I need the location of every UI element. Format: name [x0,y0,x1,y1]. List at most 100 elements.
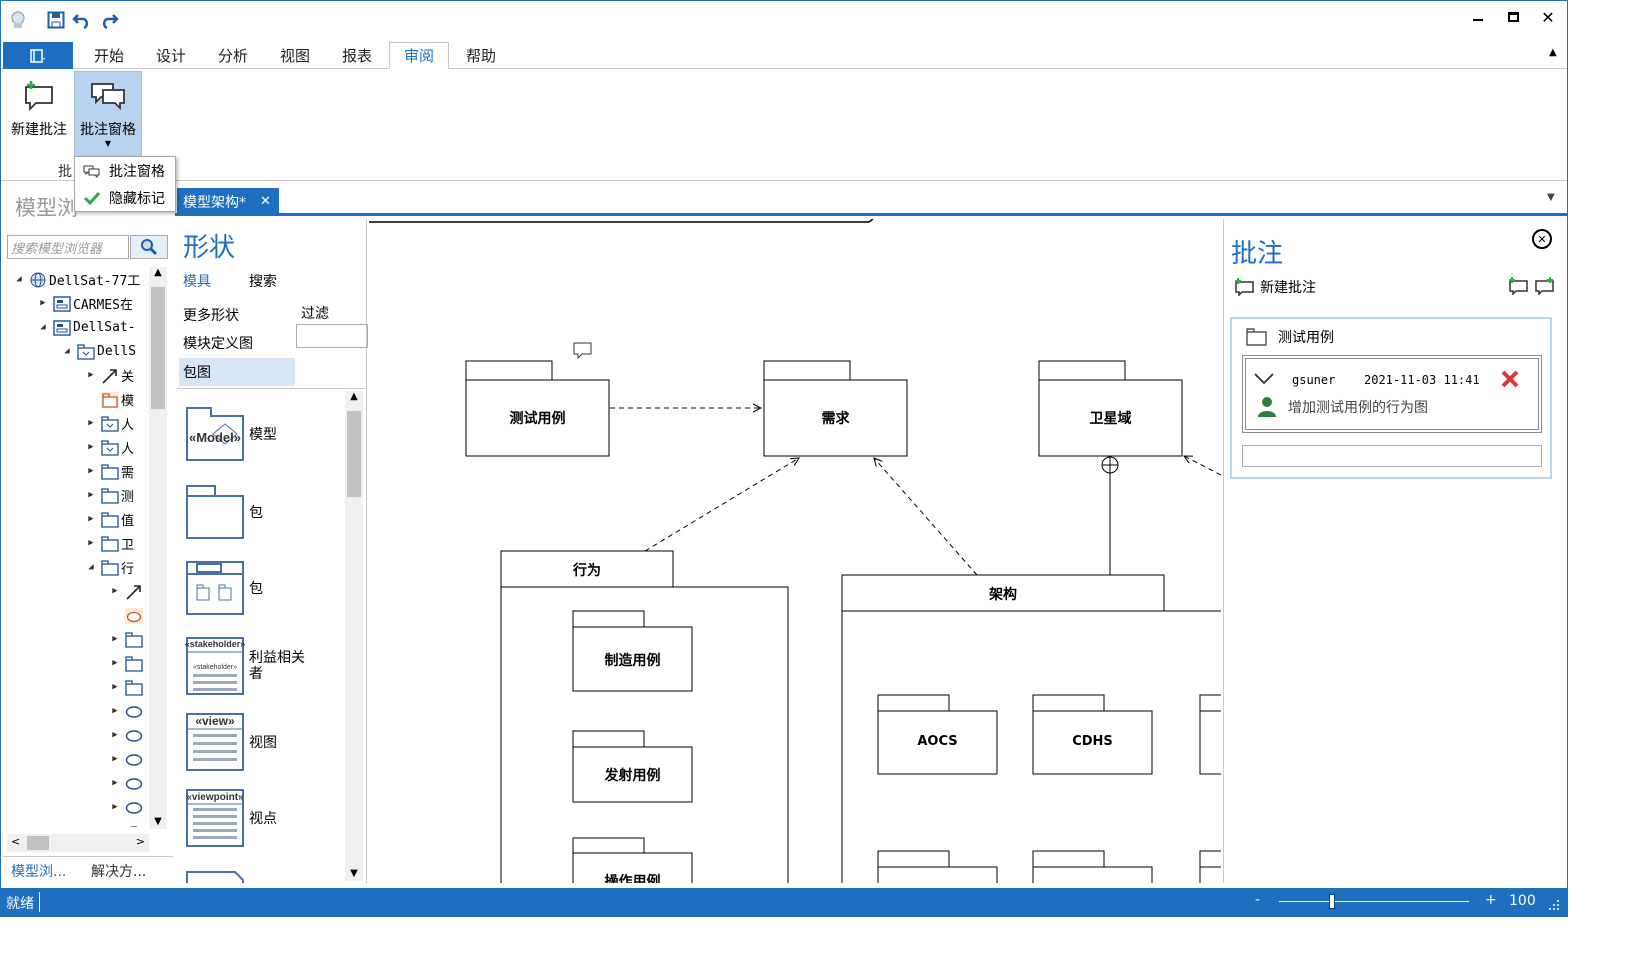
delete-comment-icon[interactable] [1500,369,1520,393]
expand-all-icon[interactable] [1534,277,1556,299]
filter-input[interactable] [296,324,368,348]
expand-arrow-icon[interactable]: ▶ [88,418,94,428]
tree-item[interactable]: ▶ [7,795,145,819]
tree-item[interactable]: ▶测 [7,483,134,507]
expand-arrow-icon[interactable]: ▶ [112,586,118,596]
expand-arrow-icon[interactable]: ▶ [109,826,121,827]
model-browser-search-input[interactable]: 搜索模型浏览器 [7,235,129,259]
dependency-line[interactable] [1184,456,1221,476]
tree-item[interactable]: ◢DellSat-77工 [7,267,140,291]
collapse-ribbon-icon[interactable]: ▲ [1549,47,1557,58]
minimize-button[interactable] [1463,5,1493,29]
tree-item[interactable]: ▶值 [7,507,134,531]
shapes-scrollbar[interactable]: ▲ ▼ [345,391,363,881]
dropdown-item-comment-pane[interactable]: 批注窗格 [75,157,175,184]
category-package-diagram[interactable]: 包图 [179,358,295,386]
tab-model-architecture[interactable]: 模型架构* ✕ [177,188,279,215]
tree-item[interactable]: ◢DellSat- [7,315,136,339]
new-comment-link[interactable]: 新建批注 [1234,277,1316,297]
collapse-all-icon[interactable] [1508,277,1530,299]
expand-arrow-icon[interactable]: ▶ [112,634,118,644]
tree-item[interactable]: ▶ [7,819,145,827]
tab-design[interactable]: 设计 [155,47,186,65]
package-aocs[interactable] [877,694,998,775]
collapse-arrow-icon[interactable]: ◢ [16,274,22,284]
expand-arrow-icon[interactable]: ▶ [112,778,118,788]
comment-marker-icon[interactable] [573,342,592,360]
tab-search[interactable]: 搜索 [249,274,277,290]
tree-item[interactable]: ▶ [7,771,145,795]
shape-viewpoint[interactable]: «viewpoint» 视点 [177,783,345,853]
zoom-out-button[interactable]: - [1255,892,1261,908]
dependency-line[interactable] [644,458,799,552]
maximize-button[interactable] [1498,5,1528,29]
tab-review[interactable]: 审阅 [389,42,449,69]
tab-home[interactable]: 开始 [93,47,124,65]
close-comments-icon[interactable]: ✕ [1532,229,1552,249]
tree-item[interactable]: ▶需 [7,459,134,483]
chevron-down-icon[interactable] [1254,373,1274,389]
package-satellite-domain[interactable] [1038,360,1183,457]
shape-view[interactable]: «view» 视图 [177,707,345,777]
expand-arrow-icon[interactable]: ▶ [88,514,94,524]
collapse-arrow-icon[interactable]: ◢ [88,562,94,572]
package-partial-bottom-2[interactable] [1032,850,1153,883]
expand-arrow-icon[interactable]: ▶ [88,442,94,452]
expand-arrow-icon[interactable]: ▶ [112,754,118,764]
expand-arrow-icon[interactable]: ▶ [88,538,94,548]
package-partial-bottom-1[interactable] [877,850,998,883]
package-behavior[interactable] [500,550,789,883]
package-partial-right[interactable] [1199,694,1221,775]
diagram-canvas[interactable]: 测试用例 需求 卫星域 行为 架构 制造用例 发射用例 操作用例 AOCS CD… [369,219,1221,883]
shape-partial[interactable] [177,865,345,883]
tree-item[interactable]: ▶ [7,747,145,771]
search-button[interactable] [130,235,168,259]
expand-arrow-icon[interactable]: ▶ [112,682,118,692]
package-partial-bottom-3[interactable] [1199,850,1221,883]
redo-icon[interactable] [98,9,120,31]
tree-item[interactable]: ▶ [7,651,145,675]
collapse-arrow-icon[interactable]: ◢ [40,322,46,332]
tab-reports[interactable]: 报表 [341,47,372,65]
tree-item[interactable]: 模 [7,387,134,411]
tree-item[interactable]: ▶ [7,675,145,699]
dependency-line[interactable] [874,458,978,576]
file-menu-button[interactable] [3,42,73,69]
category-block-definition[interactable]: 模块定义图 [183,336,253,352]
tree-item[interactable]: ▶ [7,723,145,747]
app-icon[interactable] [7,9,29,31]
tab-help[interactable]: 帮助 [465,47,496,65]
expand-arrow-icon[interactable]: ▶ [88,370,94,380]
tree-item[interactable] [7,603,145,627]
tree-item[interactable]: ▶卫 [7,531,134,555]
tree-item[interactable]: ▶ [7,699,145,723]
shape-stakeholder[interactable]: «stakeholder»«stakeholder» 利益相关者 [177,629,345,703]
tree-item[interactable]: ▶ [7,579,145,603]
expand-arrow-icon[interactable]: ▶ [112,802,118,812]
package-cdhs[interactable] [1032,694,1153,775]
package-requirements[interactable] [763,360,908,457]
expand-arrow-icon[interactable]: ▶ [112,730,118,740]
tab-model-browser[interactable]: 模型浏... [11,864,67,880]
expand-arrow-icon[interactable]: ▶ [88,466,94,476]
tree-scrollbar[interactable]: ▲ ▼ [149,267,167,829]
tab-view[interactable]: 视图 [279,47,310,65]
tab-analysis[interactable]: 分析 [217,47,248,65]
shape-package-nested[interactable]: 包 [177,553,345,623]
package-operation[interactable] [572,837,693,883]
zoom-in-button[interactable]: + [1485,892,1497,908]
undo-icon[interactable] [71,9,93,31]
zoom-slider-thumb[interactable] [1329,894,1336,909]
tree-item[interactable]: ▶人 [7,411,134,435]
resize-grip-icon[interactable] [1547,898,1561,912]
tree-hscrollbar[interactable]: < > [7,834,149,852]
new-comment-button[interactable]: 新建批注 [5,71,73,155]
expand-arrow-icon[interactable]: ▶ [112,706,118,716]
tab-stencils[interactable]: 模具 [183,274,211,290]
tree-item[interactable]: ◢DellS [7,339,136,363]
dropdown-item-hide-markup[interactable]: 隐藏标记 [75,184,175,211]
comment-pane-button[interactable]: 批注窗格 ▼ [74,71,142,157]
tree-item[interactable]: ▶ [7,627,145,651]
tab-solution[interactable]: 解决方... [91,864,147,880]
tree-item[interactable]: ▶CARMES在 [7,291,133,315]
